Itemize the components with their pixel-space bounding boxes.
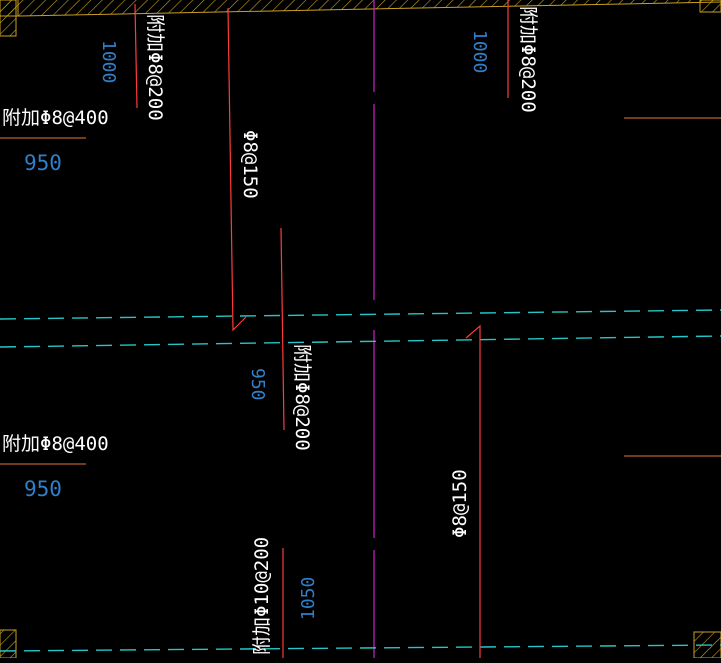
- rebar-lines: [134, 0, 509, 658]
- leader-lines: [0, 117, 721, 465]
- bottom-wall-hatch: [0, 629, 721, 659]
- label-add-phi10-200-bottom: 附加Φ10@200: [251, 537, 273, 655]
- dim-1000-top-right: 1000: [469, 30, 490, 73]
- label-add-phi8-200-mid: 附加Φ8@200: [291, 344, 313, 451]
- label-add-phi8-200-top-right: 附加Φ8@200: [517, 6, 539, 113]
- dimension-values: 1000 950 1000 950 950 1050: [24, 30, 490, 620]
- dashed-beam-lines: [0, 309, 721, 652]
- dim-950-mid: 950: [247, 368, 268, 401]
- dim-950-lower: 950: [24, 477, 62, 501]
- label-add-phi8-400-upper: 附加Φ8@400: [2, 107, 109, 129]
- dim-950-upper: 950: [24, 151, 62, 175]
- top-wall-hatch: [0, 0, 721, 37]
- rebar-phi8-150-lower: [465, 324, 481, 658]
- label-add-phi8-400-lower: 附加Φ8@400: [2, 433, 109, 455]
- rebar-phi8-150-upper: [227, 7, 247, 332]
- label-phi8-150-upper: Φ8@150: [239, 130, 261, 199]
- label-phi8-150-lower: Φ8@150: [449, 469, 471, 538]
- rebar-add-phi8-200-top-left: [134, 3, 138, 109]
- dim-1050-bottom: 1050: [298, 577, 319, 620]
- label-add-phi8-200-top-left: 附加Φ8@200: [144, 14, 166, 121]
- rebar-annotations: 附加Φ8@200 附加Φ8@400 Φ8@150 附加Φ8@200 附加Φ8@2…: [2, 6, 539, 655]
- dim-1000-top-left: 1000: [98, 40, 119, 83]
- rebar-add-phi8-200-mid: [280, 227, 285, 431]
